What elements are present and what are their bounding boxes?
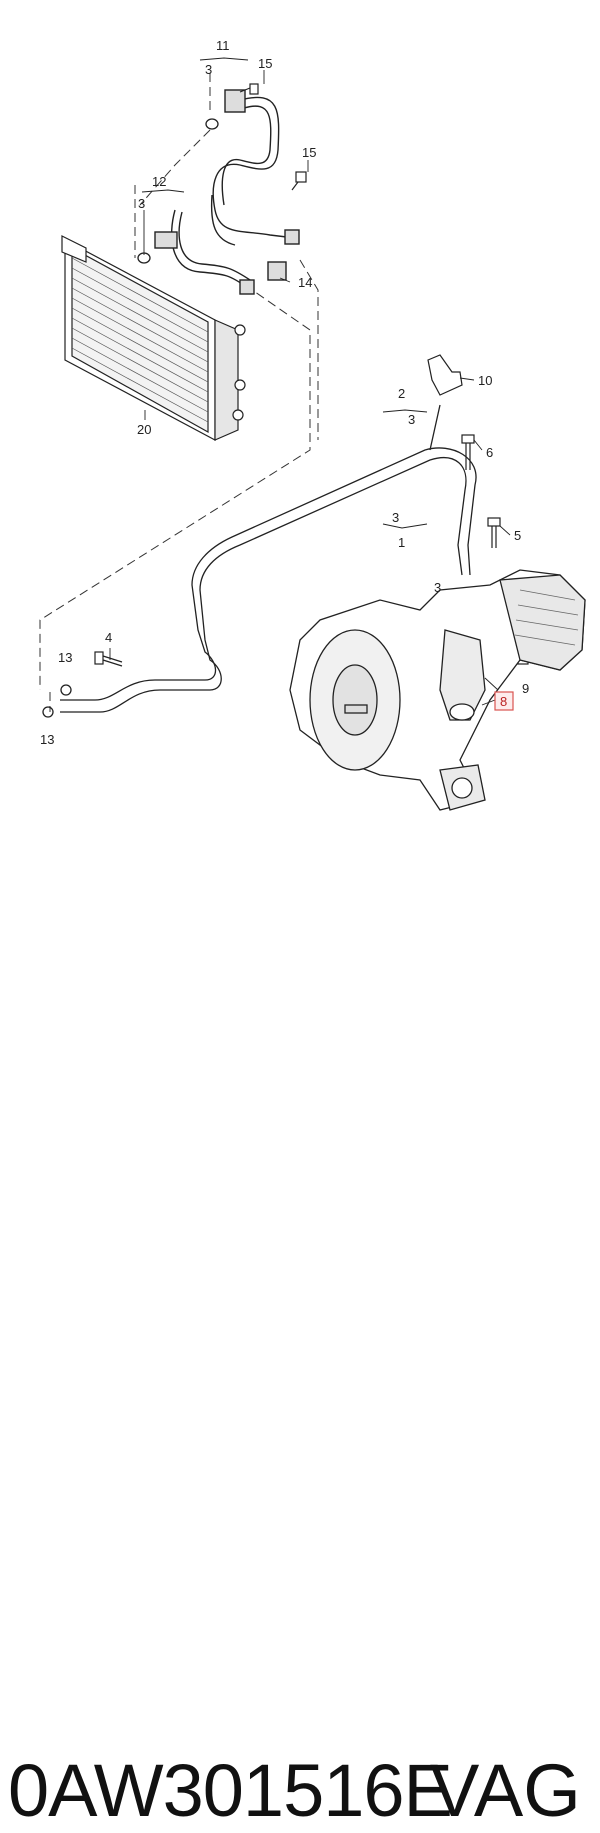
bolts bbox=[94, 83, 529, 667]
callout-15: 15 bbox=[258, 56, 272, 71]
callout-8: 8 bbox=[500, 694, 507, 709]
callout-5: 5 bbox=[514, 528, 521, 543]
callout-9: 9 bbox=[522, 681, 529, 696]
oil-lines bbox=[60, 404, 477, 713]
bracket bbox=[427, 354, 463, 396]
callout-3: 3 bbox=[205, 62, 212, 77]
part-number: 0AW301516E bbox=[8, 1749, 453, 1832]
callout-12: 12 bbox=[152, 174, 166, 189]
radiator bbox=[61, 235, 246, 441]
callout-13: 13 bbox=[40, 732, 54, 747]
callout-14: 14 bbox=[298, 275, 312, 290]
brand-name: VAG bbox=[430, 1749, 581, 1832]
callout-13: 13 bbox=[58, 650, 72, 665]
callout-20: 20 bbox=[137, 422, 151, 437]
callout-1: 1 bbox=[398, 535, 405, 550]
callout-3: 3 bbox=[434, 580, 441, 595]
callout-6: 6 bbox=[486, 445, 493, 460]
callout-3: 3 bbox=[408, 412, 415, 427]
callout-3: 3 bbox=[392, 510, 399, 525]
callout-leaders bbox=[109, 70, 511, 706]
transmission bbox=[289, 569, 586, 811]
exploded-parts-diagram: 11 3 15 15 12 3 14 20 10 2 3 6 3 1 5 3 4… bbox=[39, 38, 586, 811]
cooler-hoses bbox=[154, 89, 300, 295]
callout-11: 11 bbox=[216, 38, 230, 53]
callout-15: 15 bbox=[302, 145, 316, 160]
callout-8-highlight: 8 bbox=[494, 691, 514, 711]
callout-3: 3 bbox=[138, 196, 145, 211]
callout-4: 4 bbox=[105, 630, 112, 645]
callout-10: 10 bbox=[478, 373, 492, 388]
callout-2: 2 bbox=[398, 386, 405, 401]
callout-brackets bbox=[141, 57, 428, 529]
caption: 0AW301516E VAG bbox=[0, 870, 600, 1832]
